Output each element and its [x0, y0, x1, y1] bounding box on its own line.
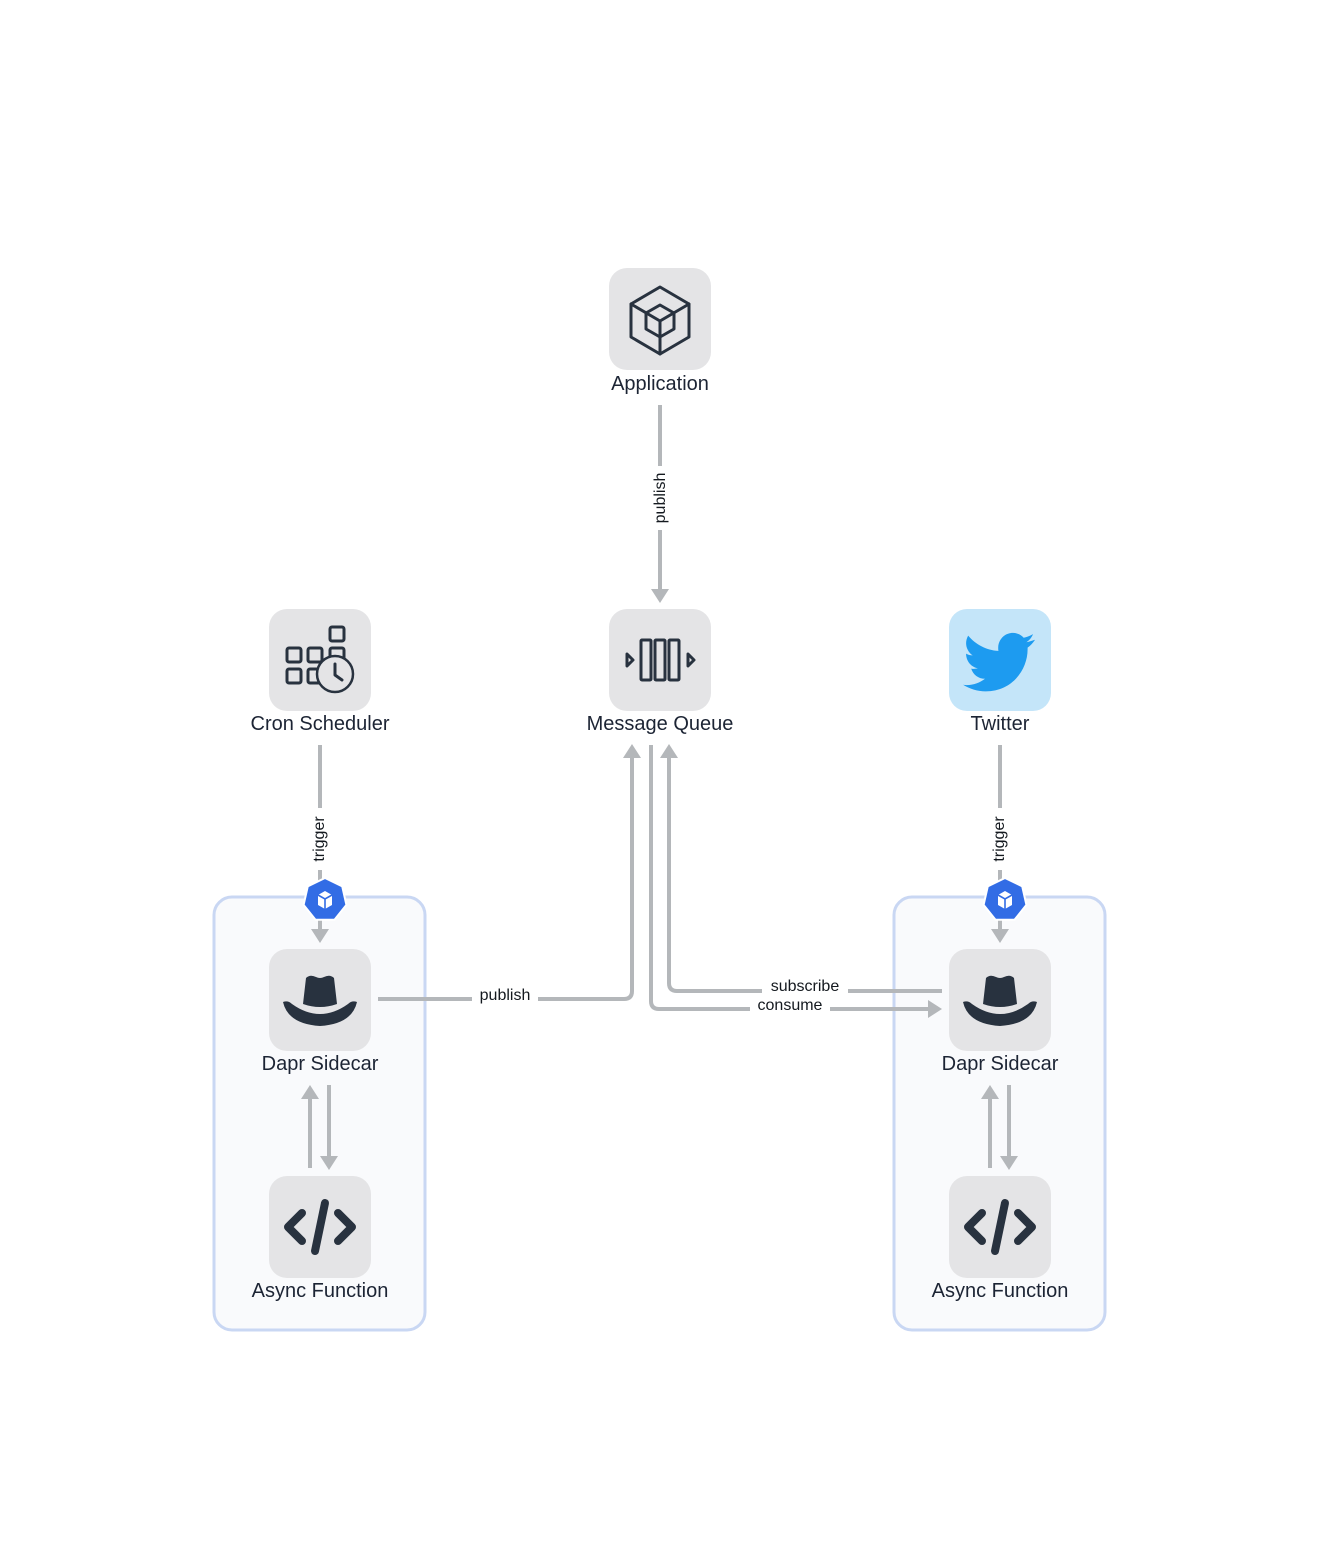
twitter-label: Twitter: [971, 713, 1030, 735]
message-queue-label: Message Queue: [587, 713, 734, 735]
application-tile: [609, 268, 711, 370]
queue-icon: [625, 638, 696, 682]
edge-queue-consume-to-right-sidecar: [649, 745, 942, 1018]
calendar-clock-icon: [285, 625, 355, 694]
right-async-function-label: Async Function: [932, 1280, 1069, 1302]
svg-text:trigger: trigger: [991, 816, 1008, 862]
left-dapr-sidecar-label: Dapr Sidecar: [262, 1053, 379, 1075]
edge-right-function-to-sidecar: [981, 1085, 999, 1168]
edge-left-function-to-sidecar: [301, 1085, 319, 1168]
svg-text:publish: publish: [652, 473, 669, 524]
right-async-function-node[interactable]: Async Function: [932, 1176, 1069, 1302]
svg-text:consume: consume: [758, 997, 823, 1014]
edge-label-consume: consume: [750, 996, 830, 1014]
application-label: Application: [611, 373, 709, 395]
message-queue-node[interactable]: Message Queue: [587, 609, 734, 735]
svg-text:trigger: trigger: [311, 816, 328, 862]
edge-label-cron-trigger: trigger: [307, 808, 333, 870]
twitter-bird-icon: [963, 632, 1035, 692]
kubernetes-pod-icon: [302, 877, 348, 921]
left-async-function-label: Async Function: [252, 1280, 389, 1302]
edge-left-sidecar-publish-to-queue: [378, 744, 641, 1001]
left-async-function-node[interactable]: Async Function: [252, 1176, 389, 1302]
svg-text:publish: publish: [480, 987, 531, 1004]
edge-label-subscribe: subscribe: [762, 977, 848, 995]
message-queue-tile: [609, 609, 711, 711]
edge-right-sidecar-subscribe-to-queue: [660, 744, 942, 993]
edge-right-sidecar-to-function: [1000, 1085, 1018, 1170]
application-node[interactable]: Application: [609, 268, 711, 395]
twitter-node[interactable]: Twitter: [949, 609, 1051, 735]
cron-scheduler-label: Cron Scheduler: [251, 713, 390, 735]
right-dapr-sidecar-node[interactable]: Dapr Sidecar: [942, 949, 1059, 1075]
right-dapr-sidecar-label: Dapr Sidecar: [942, 1053, 1059, 1075]
cron-scheduler-node[interactable]: Cron Scheduler: [251, 609, 390, 735]
svg-text:subscribe: subscribe: [771, 978, 840, 995]
edge-left-sidecar-to-function: [320, 1085, 338, 1170]
left-dapr-sidecar-node[interactable]: Dapr Sidecar: [262, 949, 379, 1075]
kubernetes-pod-icon: [982, 877, 1028, 921]
edge-label-left-publish: publish: [472, 986, 538, 1008]
cron-scheduler-tile: [269, 609, 371, 711]
edge-label-app-publish: publish: [647, 466, 673, 530]
cube-icon: [629, 285, 691, 356]
edge-label-twitter-trigger: trigger: [987, 808, 1013, 870]
